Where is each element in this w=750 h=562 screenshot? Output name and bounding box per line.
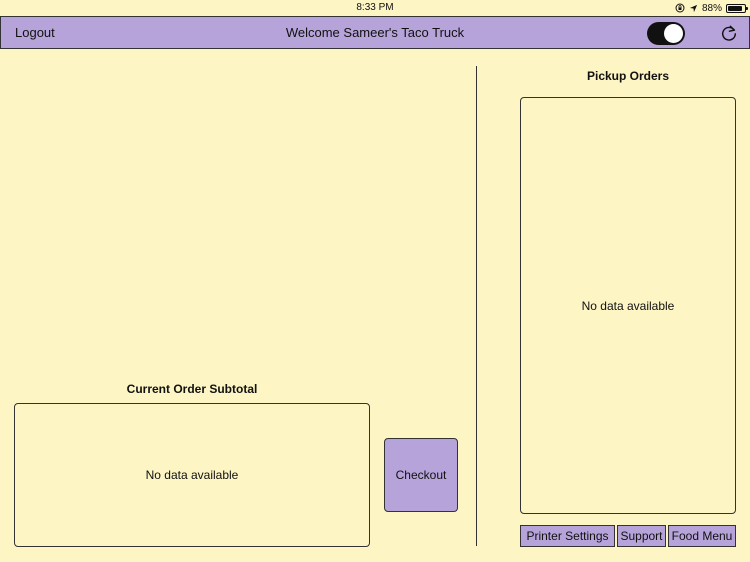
support-button[interactable]: Support [617,525,666,547]
checkout-button[interactable]: Checkout [384,438,458,512]
location-arrow-icon [689,4,698,12]
battery-percent: 88% [701,2,722,14]
current-order-empty-text: No data available [145,468,239,482]
current-order-list[interactable]: No data available [14,403,370,547]
vertical-divider [476,66,477,546]
logout-button[interactable]: Logout [15,25,55,40]
footer-button-group: Printer Settings Support Food Menu [520,525,736,547]
status-time: 8:33 PM [356,2,394,13]
toggle-knob [664,24,683,43]
screen-lock-icon [675,3,685,13]
status-indicators: 88% [675,1,748,15]
printer-settings-button[interactable]: Printer Settings [520,525,615,547]
online-toggle[interactable] [647,22,685,45]
battery-level [728,5,743,11]
pickup-orders-title: Pickup Orders [586,69,670,83]
pickup-orders-empty-text: No data available [581,298,675,313]
pickup-orders-list[interactable]: No data available [520,97,736,514]
status-bar: 8:33 PM 88% [0,0,750,16]
current-order-title: Current Order Subtotal [126,382,258,396]
refresh-icon[interactable] [720,24,738,42]
food-menu-button[interactable]: Food Menu [668,525,736,547]
welcome-title: Welcome Sameer's Taco Truck [285,25,465,40]
header-bar: Logout Welcome Sameer's Taco Truck [0,16,750,49]
battery-icon [726,3,748,13]
